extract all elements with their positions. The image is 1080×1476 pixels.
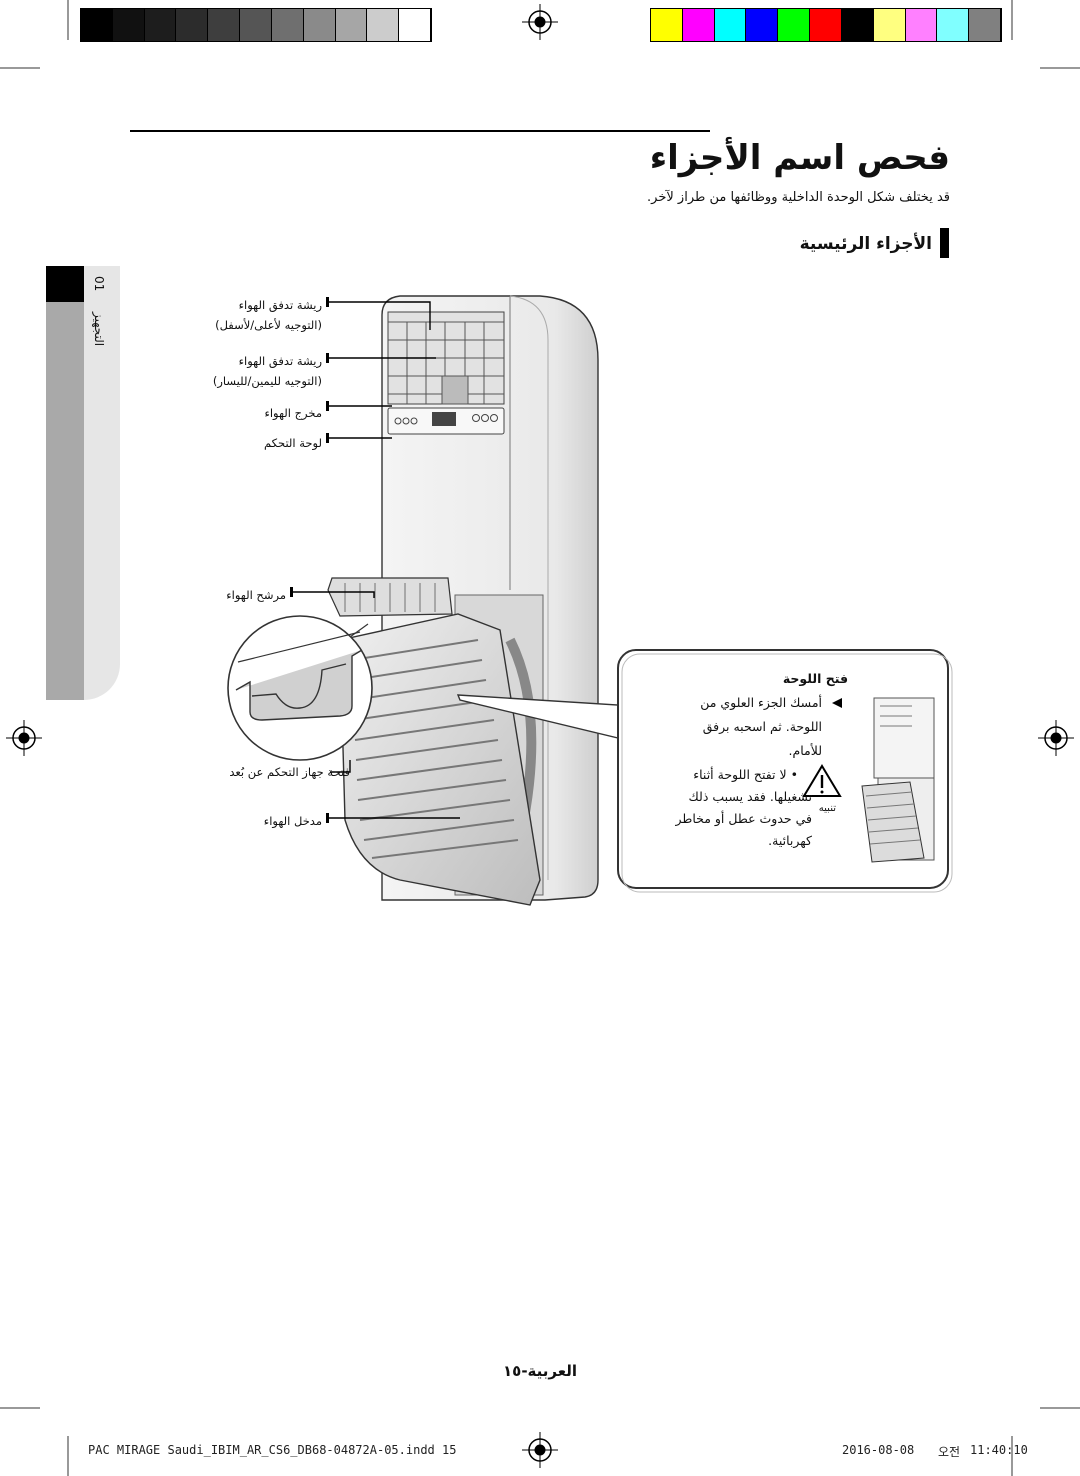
color-swatch-8	[905, 9, 938, 41]
color-swatch-2	[714, 9, 747, 41]
registration-mark-right	[1038, 720, 1074, 756]
note-warning-line-2: تشغيلها. فقد يسبب ذلك	[688, 789, 812, 804]
color-swatch-7	[873, 9, 906, 41]
note-warning-line-1: • لا تفتح اللوحة أثناء	[693, 767, 798, 782]
gray-swatch-8	[335, 9, 368, 41]
page-subtitle: قد يختلف شكل الوحدة الداخلية ووظائفها من…	[647, 190, 950, 205]
label-vane-lr: ريشة تدفق الهواء	[238, 298, 322, 312]
note-warning-line-3: في حدوث عطل أو مخاطر	[675, 811, 813, 826]
label-air-outlet: مخرج الهواء	[264, 406, 322, 420]
bullet-arrow-icon	[832, 698, 842, 708]
registration-mark-bottom	[522, 1432, 558, 1468]
gray-swatch-7	[303, 9, 336, 41]
label-remote-sensor: فتحة جهاز التحكم عن بُعد	[229, 765, 350, 779]
gray-swatch-2	[144, 9, 177, 41]
gray-swatch-3	[176, 9, 209, 41]
note-step-line-3: للأمام.	[788, 743, 822, 758]
side-tab: 01 التجهيز	[46, 266, 120, 700]
page-number: العربية-١٥	[503, 1362, 577, 1380]
label-vane-ud: ريشة تدفق الهواء	[238, 354, 322, 368]
color-swatch-4	[778, 9, 811, 41]
color-swatch-3	[746, 9, 779, 41]
color-swatch-1	[682, 9, 715, 41]
footer-file: PAC MIRAGE Saudi_IBIM_AR_CS6_DB68-04872A…	[88, 1443, 457, 1457]
gray-swatch-0	[81, 9, 113, 41]
color-swatch-0	[651, 9, 683, 41]
color-swatch-9	[937, 9, 970, 41]
header-rule	[130, 130, 710, 132]
registration-mark-left	[6, 720, 42, 756]
note-heading: فتح اللوحة	[782, 671, 848, 686]
footer-time: 11:40:10	[970, 1443, 1028, 1457]
note-warning-line-4: كهربائية.	[768, 833, 812, 848]
label-vane-ud-note: (التوجيه لليمين/لليسار)	[212, 374, 322, 388]
gray-swatch-4	[208, 9, 241, 41]
footer-time-label: 오전	[938, 1445, 961, 1459]
warning-icon-label: تنبيه	[818, 803, 836, 814]
color-swatch-5	[810, 9, 842, 41]
color-swatch-10	[969, 9, 1001, 41]
registration-mark-top	[522, 4, 558, 40]
color-swatch-6	[841, 9, 874, 41]
gray-swatch-9	[367, 9, 400, 41]
note-step-line-1: أمسك الجزء العلوي من	[700, 695, 822, 710]
label-air-inlet: مدخل الهواء	[263, 814, 322, 828]
label-air-filter: مرشح الهواء	[226, 588, 286, 602]
section-title: الأجزاء الرئيسية	[799, 234, 932, 254]
label-vane-lr-note: (التوجيه لأعلى/لأسفل)	[215, 318, 322, 332]
color-bar	[650, 8, 1002, 42]
page-title: فحص اسم الأجزاء	[649, 138, 950, 178]
label-control-panel: لوحة التحكم	[264, 436, 322, 450]
gray-swatch-5	[240, 9, 272, 41]
gray-swatch-6	[271, 9, 304, 41]
footer-date: 2016-08-08	[842, 1443, 915, 1457]
gray-swatch-10	[399, 9, 431, 41]
note-step-line-2: اللوحة. ثم اسحبه برفق	[702, 719, 822, 734]
gray-scale-bar	[80, 8, 432, 42]
section-marker	[940, 228, 949, 258]
gray-swatch-1	[112, 9, 145, 41]
